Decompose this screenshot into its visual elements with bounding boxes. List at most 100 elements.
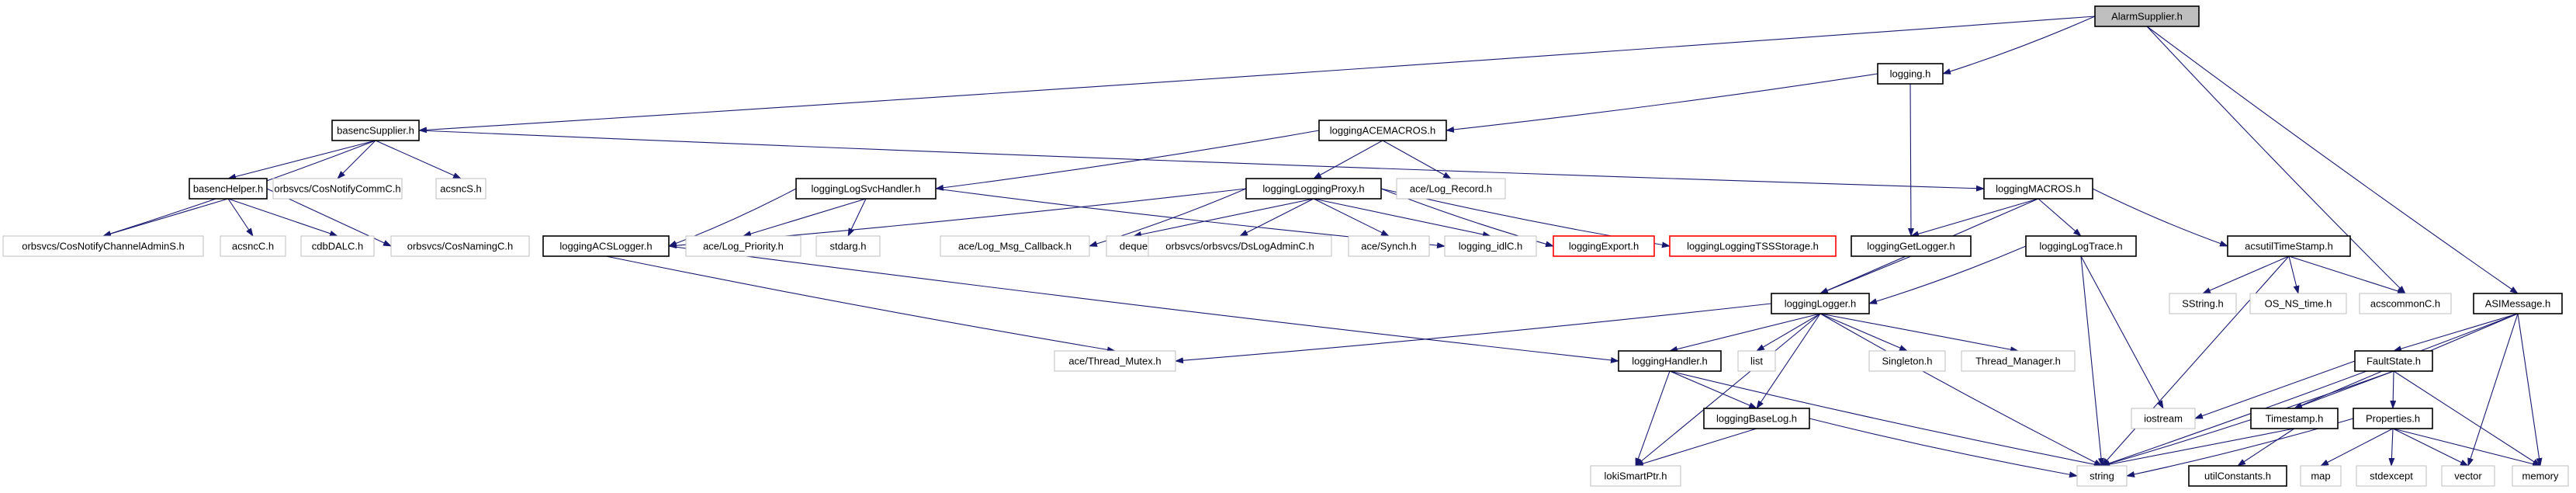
node-box <box>1961 350 2076 372</box>
edge-logginglogger-threadmanager <box>1819 313 2019 353</box>
node-box <box>1737 350 1776 372</box>
edge-loggingmacros-logginggetlogger <box>1910 198 2039 238</box>
edge-alarmsupplier-logging <box>1942 16 2096 75</box>
node-box <box>2441 465 2495 487</box>
node-box <box>1669 235 1837 257</box>
nodes-layer: AlarmSupplier.h logging.h basencSupplier.h… <box>2 5 2569 487</box>
edge-basencsupplier-cosnotifycommc <box>337 140 376 179</box>
edge-timestamp-string <box>2101 428 2295 468</box>
edge-logginglogtrace-iostream <box>2080 255 2164 409</box>
node-sstring: SString.h <box>2169 293 2237 314</box>
node-loggingacemacros[interactable]: loggingACEMACROS.h <box>1318 120 1447 141</box>
node-box <box>435 178 486 200</box>
edge-properties-vector <box>2392 428 2469 467</box>
edge-logginglogsvchandler-stdarg <box>847 198 867 237</box>
node-box <box>189 178 268 200</box>
node-string: string <box>2076 465 2128 487</box>
node-box <box>220 235 286 257</box>
node-logginglogger[interactable]: loggingLogger.h <box>1771 293 1870 314</box>
node-logging[interactable]: logging.h <box>1877 63 1944 85</box>
node-loggingmacros[interactable]: loggingMACROS.h <box>1983 178 2093 200</box>
edge-loggingacemacros-loggingloggingproxy <box>1313 140 1383 179</box>
edge-loggingacslogger-acethreadmutex <box>605 255 1116 353</box>
node-box <box>1444 235 1537 257</box>
edge-basenchelper-acsncc <box>227 198 254 237</box>
edge-loggingacemacros-acelogrecord <box>1382 140 1452 179</box>
node-logginglogtrace[interactable]: loggingLogTrace.h <box>2025 235 2137 257</box>
node-box <box>815 235 881 257</box>
node-box <box>1703 408 1810 429</box>
node-box <box>2300 465 2342 487</box>
node-stdexcept: stdexcept <box>2356 465 2427 487</box>
node-iostream: iostream <box>2131 408 2196 429</box>
edge-loggingloggingproxy-loggingidlc <box>1313 198 1491 238</box>
node-box <box>2227 235 2351 257</box>
node-logginghandler[interactable]: loggingHandler.h <box>1618 350 1722 372</box>
edge-logginglogger-logginghandler <box>1669 313 1821 352</box>
node-box <box>1348 235 1430 257</box>
edge-logginghandler-string <box>1669 370 2103 467</box>
node-stdarg: stdarg.h <box>815 235 881 257</box>
node-box <box>1054 350 1176 372</box>
node-acsutiltimestamp[interactable]: acsutilTimeStamp.h <box>2227 235 2351 257</box>
node-box <box>2356 465 2427 487</box>
node-singleton: Singleton.h <box>1868 350 1946 372</box>
edge-loggingbaselog-string <box>1809 418 2078 478</box>
node-loggingacslogger[interactable]: loggingACSLogger.h <box>542 235 670 257</box>
node-box <box>795 178 937 200</box>
node-box <box>1396 178 1506 200</box>
node-osnstime: OS_NS_time.h <box>2249 293 2347 314</box>
node-box <box>2094 5 2200 27</box>
node-properties[interactable]: Properties.h <box>2353 408 2433 429</box>
edge-logginglogtrace-logginglogger <box>1868 245 2027 304</box>
node-box <box>300 235 375 257</box>
edge-properties-map <box>2320 428 2394 467</box>
node-acsncs: acsncS.h <box>435 178 486 200</box>
node-logginglogsvchandler[interactable]: loggingLogSvcHandler.h <box>795 178 937 200</box>
node-faultstate[interactable]: FaultState.h <box>2354 350 2433 372</box>
node-loggingloggingproxy[interactable]: loggingLoggingProxy.h <box>1245 178 1382 200</box>
edge-acsutiltimestamp-acscommonc <box>2288 255 2406 294</box>
node-memory: memory <box>2512 465 2569 487</box>
node-box <box>1983 178 2093 200</box>
node-basenchelper[interactable]: basencHelper.h <box>189 178 268 200</box>
edge-alarmsupplier-acscommonc <box>2146 26 2406 294</box>
node-loggingbaselog[interactable]: loggingBaseLog.h <box>1703 408 1810 429</box>
node-loggingtssstorage[interactable]: loggingLoggingTSSStorage.h <box>1669 235 1837 257</box>
node-box <box>1877 63 1944 85</box>
node-box <box>1148 235 1332 257</box>
edge-asimessage-vector <box>2467 313 2519 467</box>
edge-alarmsupplier-asimessage <box>2146 26 2519 294</box>
node-box <box>1590 465 1681 487</box>
node-cdbdalc: cdbDALC.h <box>300 235 375 257</box>
node-box <box>2473 293 2563 314</box>
node-box <box>542 235 670 257</box>
edge-logginggetlogger-logginglogger <box>1819 255 1912 294</box>
edge-logginghandler-loggingbaselog <box>1669 370 1757 409</box>
edge-loggingacslogger-logginghandler <box>668 245 1619 363</box>
node-box <box>685 235 802 257</box>
edge-logginglogger-singleton <box>1819 313 1908 352</box>
node-box <box>390 235 530 257</box>
node-timestamp[interactable]: Timestamp.h <box>2250 408 2339 429</box>
node-logginggetlogger[interactable]: loggingGetLogger.h <box>1851 235 1972 257</box>
edge-logginglogger-loggingbaselog <box>1756 313 1821 409</box>
node-loggingidlc: logging_idlC.h <box>1444 235 1537 257</box>
edge-loggingloggingproxy-acesynch <box>1313 198 1390 237</box>
node-alarmsupplier: AlarmSupplier.h <box>2094 5 2200 27</box>
edge-properties-stdexcept <box>2388 428 2395 467</box>
node-acethreadmutex: ace/Thread_Mutex.h <box>1054 350 1176 372</box>
edge-loggingbaselog-lokismartptr <box>1635 428 1757 467</box>
edge-timestamp-utilconstants <box>2237 428 2295 467</box>
node-acelogrecord: ace/Log_Record.h <box>1396 178 1506 200</box>
node-asimessage[interactable]: ASIMessage.h <box>2473 293 2563 314</box>
edge-basenchelper-cdbdalc <box>227 198 338 237</box>
edge-acsutiltimestamp-string <box>2101 255 2290 467</box>
edge-basenchelper-cosnotifychanneladmins <box>102 198 229 237</box>
node-basencsupplier[interactable]: basencSupplier.h <box>331 120 420 141</box>
node-threadmanager: Thread_Manager.h <box>1961 350 2076 372</box>
node-utilconstants[interactable]: utilConstants.h <box>2188 465 2287 487</box>
node-loggingexport[interactable]: loggingExport.h <box>1553 235 1655 257</box>
node-list: list <box>1737 350 1776 372</box>
node-cosnamingc: orbsvcs/CosNamingC.h <box>390 235 530 257</box>
